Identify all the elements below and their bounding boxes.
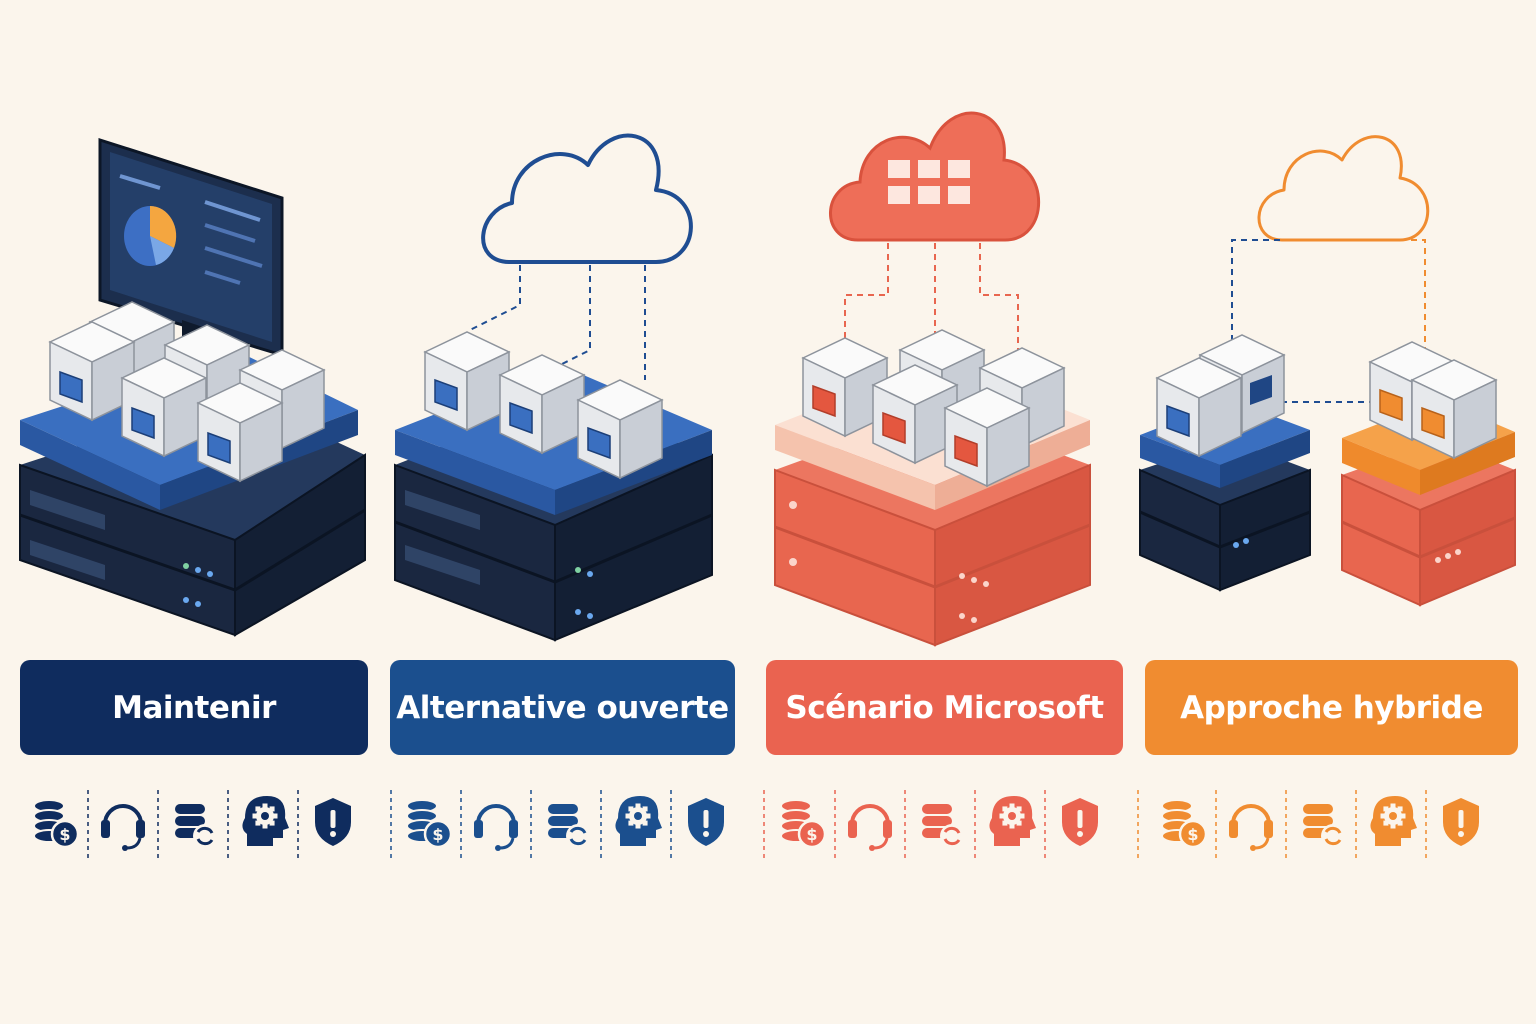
scenario-2-illustration [394,133,713,642]
coins-dollar-icon: $ [780,799,827,849]
database-sync-icon [1303,804,1345,848]
head-gear-icon [1370,796,1417,846]
scenario-label-scenario-microsoft[interactable]: Scénario Microsoft [766,660,1123,755]
headset-icon [848,804,892,851]
svg-text:$: $ [806,825,817,844]
scenario-1-illustration [19,137,366,637]
head-gear-icon [615,796,662,846]
svg-text:$: $ [432,825,443,844]
scenario-4-illustration [1139,135,1516,607]
database-sync-icon [175,804,217,848]
shield-alert-icon [1443,798,1479,846]
scenario-label-maintenir[interactable]: Maintenir [20,660,368,755]
headset-icon [1229,804,1273,851]
database-sync-icon [548,804,590,848]
cloud-outline-icon [1257,135,1430,242]
coins-dollar-icon: $ [1161,799,1208,849]
shield-alert-icon [688,798,724,846]
svg-text:$: $ [59,825,70,844]
icon-rows: $ $ $ $ [33,790,1479,858]
cloud-outline-icon [481,133,693,264]
shield-alert-icon [315,798,351,846]
headset-icon [101,804,145,851]
head-gear-icon [242,796,289,846]
headset-icon [474,804,518,851]
head-gear-icon [989,796,1036,846]
coins-dollar-icon: $ [33,799,80,849]
scenario-label-approche-hybride[interactable]: Approche hybride [1145,660,1518,755]
scenario-label-alternative-ouverte[interactable]: Alternative ouverte [390,660,735,755]
database-sync-icon [922,804,964,848]
shield-alert-icon [1062,798,1098,846]
coins-dollar-icon: $ [406,799,453,849]
scenario-3-illustration [774,111,1091,647]
svg-text:$: $ [1187,825,1198,844]
